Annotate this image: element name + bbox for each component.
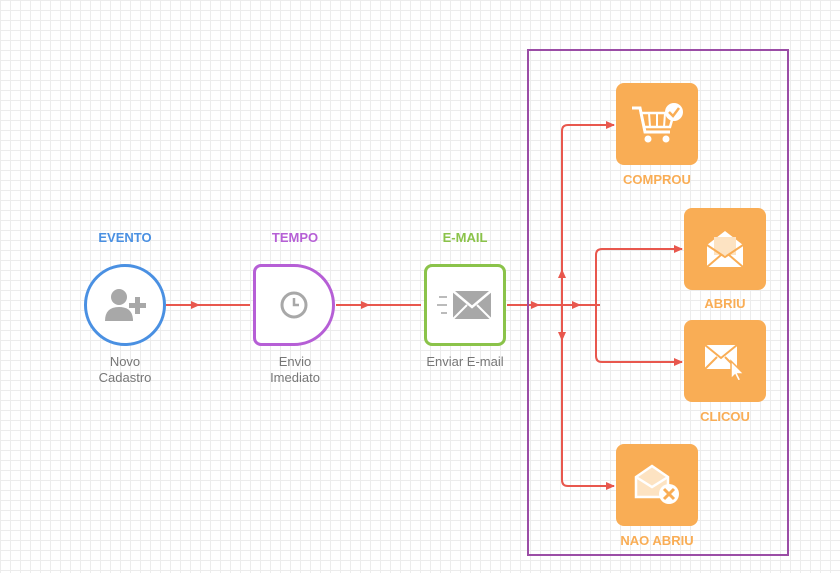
outcome-nao-abriu-label: NAO ABRIU xyxy=(620,533,694,548)
outcome-comprou-label: COMPROU xyxy=(623,172,691,187)
email-node[interactable] xyxy=(424,264,506,346)
connector-to-clicou xyxy=(595,305,683,366)
outcome-nao-abriu-node[interactable] xyxy=(616,444,698,526)
unopened-mail-icon xyxy=(634,464,679,504)
outcome-abriu-node[interactable] xyxy=(684,208,766,290)
event-node[interactable] xyxy=(84,264,166,346)
open-envelope-icon xyxy=(706,231,744,268)
event-caption-line1: Novo xyxy=(109,354,141,369)
time-caption-line1: Envio xyxy=(278,354,312,369)
shopping-cart-icon xyxy=(632,103,683,143)
email-label: E-MAIL xyxy=(442,230,488,245)
event-label: EVENTO xyxy=(98,230,152,245)
email-caption: Enviar E-mail xyxy=(426,354,504,369)
clock-icon xyxy=(280,291,308,319)
send-mail-icon xyxy=(437,290,492,320)
connector-to-nao-abriu xyxy=(561,305,615,490)
connector-to-abriu xyxy=(595,245,683,305)
time-node[interactable] xyxy=(253,264,335,346)
time-label: TEMPO xyxy=(271,230,319,245)
clicked-envelope-icon xyxy=(704,344,746,381)
outcome-clicou-label: CLICOU xyxy=(700,409,750,424)
connector-to-comprou xyxy=(561,121,615,305)
outcome-comprou-node[interactable] xyxy=(616,83,698,165)
outcome-abriu-label: ABRIU xyxy=(704,296,746,311)
event-caption-line2: Cadastro xyxy=(98,370,152,385)
outcome-group-box xyxy=(527,49,789,556)
outcome-clicou-node[interactable] xyxy=(684,320,766,402)
time-caption-line2: Imediato xyxy=(270,370,320,385)
add-user-icon xyxy=(105,289,146,321)
